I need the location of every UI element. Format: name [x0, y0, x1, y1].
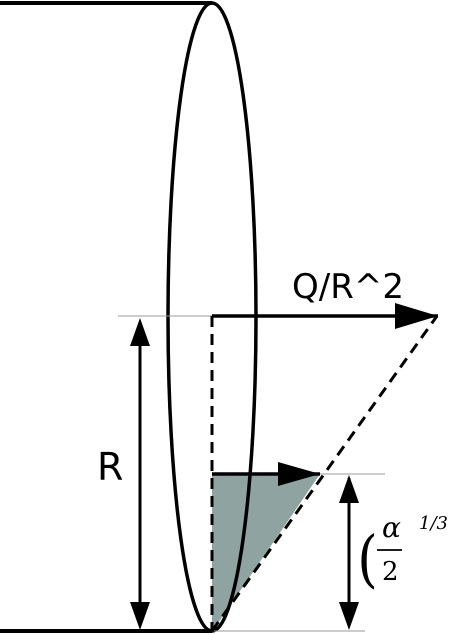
- left-paren: (: [357, 523, 378, 595]
- small-velocity-arrow-head: [278, 462, 320, 486]
- dashed-profile-line: [210, 315, 439, 632]
- radius-label: R: [97, 445, 123, 489]
- two-denominator: 2: [382, 557, 399, 587]
- small-height-arrow-head-bottom: [339, 602, 359, 630]
- velocity-arrow-head: [395, 303, 438, 329]
- radius-arrow-head-top: [130, 318, 150, 346]
- small-height-label: ( α 2 ) 1/3: [357, 511, 448, 595]
- alpha-numerator: α: [382, 511, 401, 544]
- small-height-arrow-head-top: [339, 475, 359, 503]
- radius-arrow-head-bottom: [130, 602, 150, 630]
- velocity-label: Q/R^2: [292, 267, 404, 307]
- exponent-one-third: 1/3: [419, 513, 448, 534]
